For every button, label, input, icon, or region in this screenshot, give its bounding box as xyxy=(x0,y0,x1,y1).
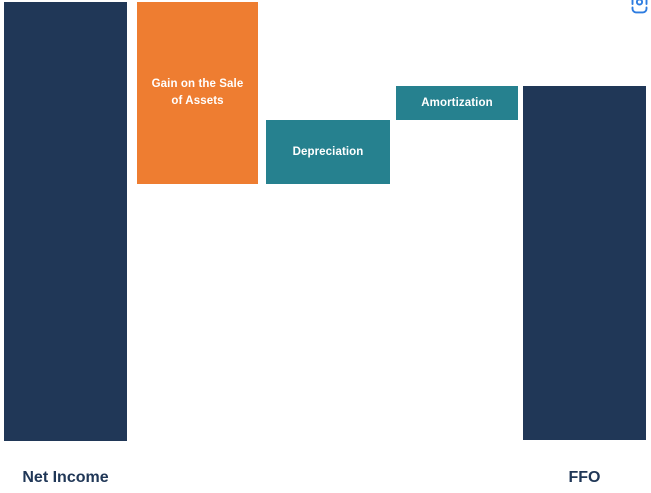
axis-label-ffo: FFO xyxy=(568,469,601,486)
region-capture-icon[interactable] xyxy=(630,0,649,16)
capture-center-dot xyxy=(635,0,644,6)
bar-gain-label: Gain on the Sale of Assets xyxy=(151,78,244,107)
bar-ffo xyxy=(523,86,646,441)
bar-net-income xyxy=(4,2,127,441)
axis-label-net-income: Net Income xyxy=(22,469,109,486)
bar-amortization: Amortization xyxy=(396,86,518,120)
bar-gain-on-sale-of-assets: Gain on the Sale of Assets xyxy=(137,2,258,184)
bar-depreciation: Depreciation xyxy=(266,119,390,184)
bar-depreciation-label: Depreciation xyxy=(292,145,364,158)
bar-amortization-label: Amortization xyxy=(421,96,493,109)
capture-bottom-bracket xyxy=(631,6,648,14)
